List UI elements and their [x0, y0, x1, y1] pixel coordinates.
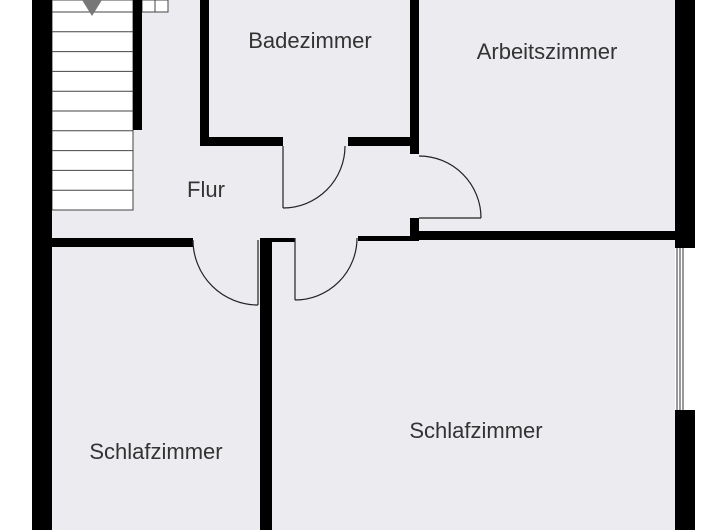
- door-study: [418, 155, 482, 219]
- door-bathroom: [282, 145, 346, 209]
- floor-area: [52, 0, 675, 530]
- room-label-bedroom-right: Schlafzimmer: [409, 418, 542, 443]
- room-label-hallway: Flur: [187, 177, 225, 202]
- room-label-study: Arbeitszimmer: [477, 39, 618, 64]
- window: [675, 248, 685, 410]
- room-label-bathroom: Badezimmer: [248, 28, 371, 53]
- staircase: [51, 0, 169, 211]
- stair-direction-arrow-icon: [82, 0, 102, 16]
- walls: [32, 0, 695, 530]
- door-bedroom-right: [294, 237, 358, 301]
- room-label-bedroom-left: Schlafzimmer: [89, 439, 222, 464]
- door-bedroom-left: [192, 239, 259, 306]
